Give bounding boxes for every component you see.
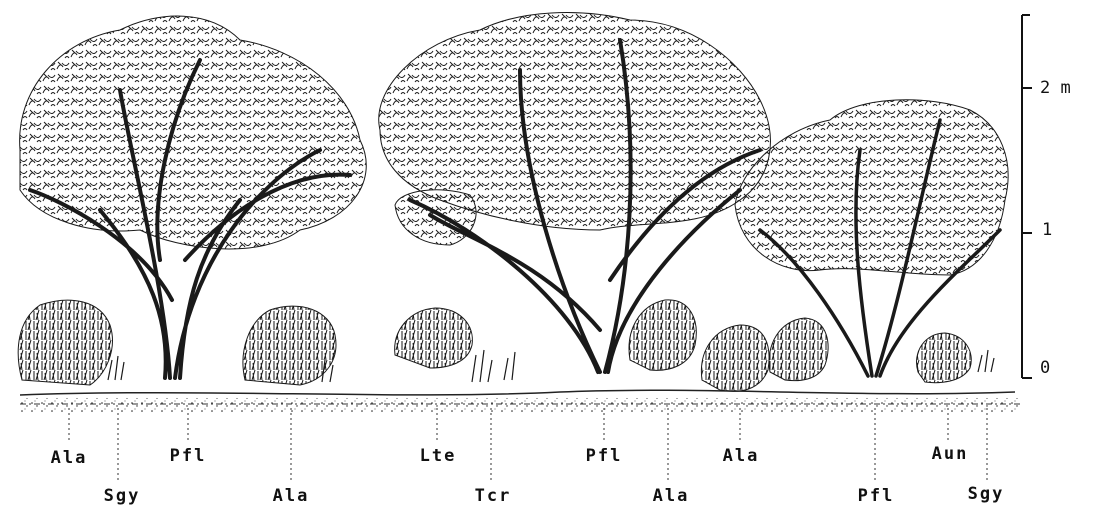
species-label-pfl: Pfl — [586, 446, 623, 466]
grass-sgy-2 — [978, 350, 994, 372]
species-label-ala: Ala — [723, 446, 760, 466]
shrub-ala-3 — [629, 300, 696, 370]
species-label-sgy: Sgy — [968, 484, 1005, 504]
tree-pfl-3 — [735, 100, 1008, 376]
scale-tick-2: 2 m — [1040, 78, 1071, 98]
shrub-ala-2 — [243, 306, 336, 385]
grass-sgy-1 — [108, 356, 124, 380]
scale-tick-1: 1 — [1042, 220, 1052, 240]
shrub-ala-1 — [18, 300, 112, 385]
species-label-pfl: Pfl — [170, 446, 207, 466]
species-label-lte: Lte — [420, 446, 457, 466]
scale-tick-0: 0 — [1040, 358, 1050, 378]
shrub-aun — [917, 333, 972, 383]
leader-lines — [69, 408, 987, 480]
species-label-sgy: Sgy — [104, 486, 141, 506]
shrub-ala-5 — [769, 318, 828, 381]
species-label-aun: Aun — [932, 444, 969, 464]
species-label-ala: Ala — [51, 448, 88, 468]
shrub-ala-4 — [701, 325, 769, 391]
species-label-pfl: Pfl — [858, 486, 895, 506]
species-label-tcr: Tcr — [475, 486, 512, 506]
species-label-ala: Ala — [653, 486, 690, 506]
height-scale-bar — [1022, 15, 1032, 378]
grass-tcr — [472, 350, 515, 382]
shrub-lte — [395, 308, 473, 368]
species-label-ala: Ala — [273, 486, 310, 506]
ground-line — [20, 390, 1020, 412]
